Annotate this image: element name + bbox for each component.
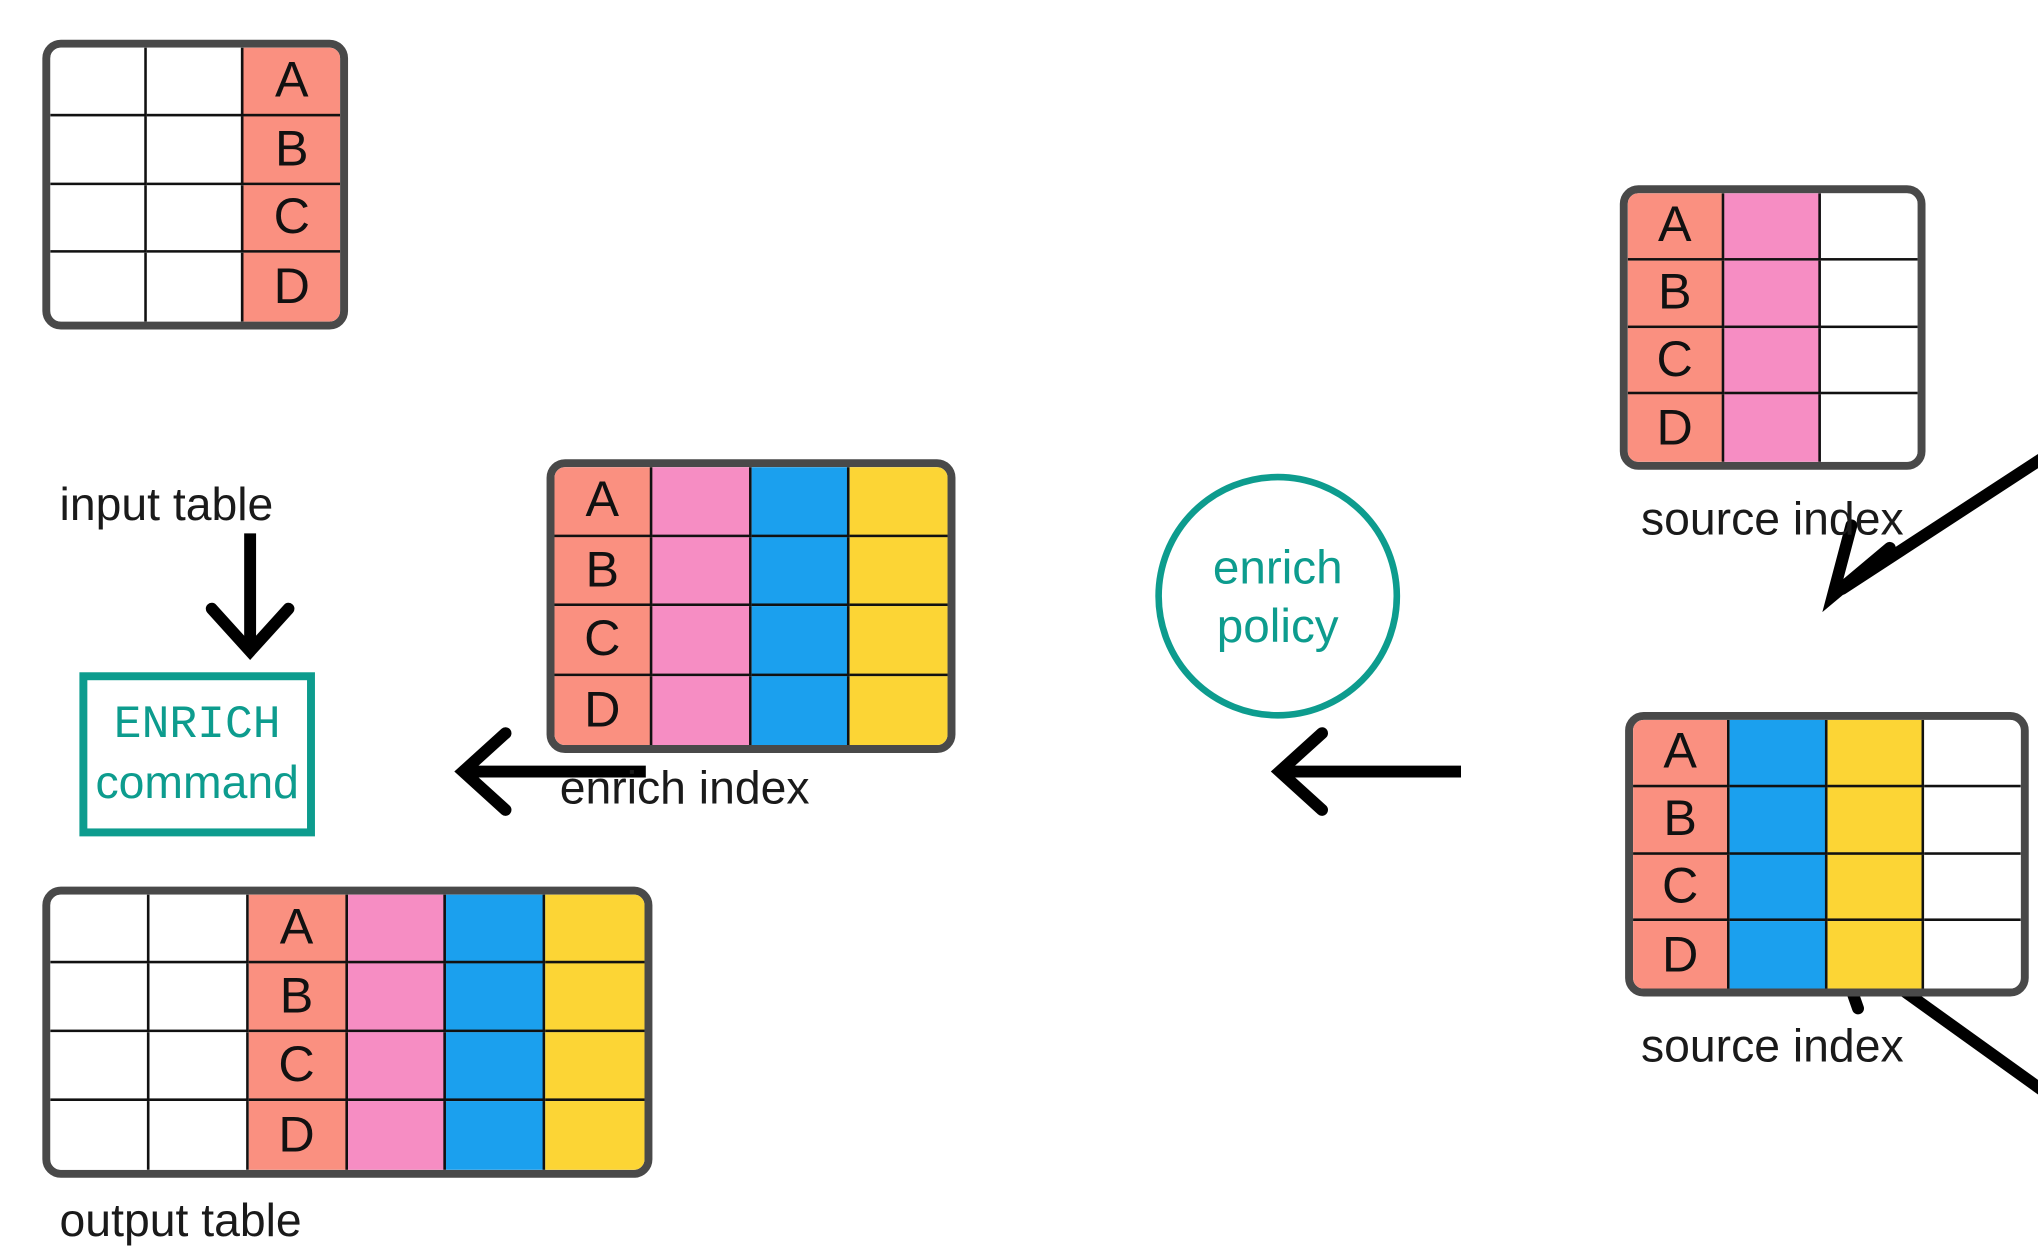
input-table-cell-r1-c3: A [243, 47, 341, 117]
output-table-cell-r1-c6 [545, 894, 645, 964]
source-index-top-cell-r4-c3 [1820, 394, 1918, 462]
source-index-bottom-cell-r1-c3 [1826, 719, 1924, 788]
output-table-cell-r3-c3: C [248, 1032, 348, 1102]
input-table-cell-r4-c1 [50, 253, 147, 322]
output-table-cell-r2-c2 [149, 963, 249, 1033]
output-table-cell-r1-c4 [347, 894, 447, 964]
source-index-top-cell-r1-c1: A [1627, 193, 1725, 261]
source-index-top-cell-r1-c3 [1820, 193, 1918, 261]
source-index-bottom-cell-r2-c4 [1923, 787, 2021, 855]
enrich-index-cell-r4-c1: D [554, 675, 653, 746]
source-index-top-cell-r2-c1: B [1627, 260, 1725, 328]
source-index-bottom-cell-r4-c2 [1729, 921, 1827, 989]
source-index-bottom-cell-r4-c4 [1923, 921, 2021, 989]
source-index-bottom-cell-r1-c4 [1923, 719, 2021, 788]
output-table-cell-r2-c4 [347, 963, 447, 1033]
enrich-index-cell-r3-c2 [652, 606, 752, 676]
arrow-policy-to-enrich-index [1270, 727, 1462, 816]
enrich-index-cell-r1-c1: A [554, 467, 653, 537]
enrich-policy-circle[interactable]: enrich policy [1155, 473, 1401, 719]
enrich-index-cell-r4-c2 [652, 675, 752, 746]
source-index-top-cell-r4-c2 [1724, 394, 1821, 462]
source-index-bottom-cell-r4-c1: D [1633, 921, 1730, 989]
output-table-cell-r2-c5 [446, 963, 546, 1033]
output-table-cell-r3-c5 [446, 1032, 546, 1102]
enrich-index-cell-r1-c4 [849, 467, 948, 537]
enrich-index-cell-r4-c3 [751, 675, 850, 746]
input-table-cell-r3-c3: C [243, 184, 341, 254]
input-table-cell-r1-c1 [50, 47, 147, 117]
source-index-bottom-cell-r1-c1: A [1633, 719, 1730, 788]
output-table-cell-r3-c2 [149, 1032, 249, 1102]
output-table-cell-r1-c1 [50, 894, 150, 964]
output-table-cell-r4-c1 [50, 1101, 150, 1170]
source-index-top-cell-r3-c2 [1724, 327, 1821, 395]
output-table-cell-r3-c1 [50, 1032, 150, 1102]
source-index-bottom-cell-r2-c3 [1826, 787, 1924, 855]
source-index-top-cell-r3-c3 [1820, 327, 1918, 395]
output-table-cell-r4-c6 [545, 1101, 645, 1170]
source-index-bottom-cell-r3-c2 [1729, 854, 1827, 922]
input-table-cell-r2-c3: B [243, 116, 341, 185]
input-table-cell-r4-c3: D [243, 253, 341, 322]
enrich-index-cell-r2-c4 [849, 536, 948, 607]
enrich-command-keyword: ENRICH [113, 698, 281, 752]
source-index-bottom-cell-r3-c3 [1826, 854, 1924, 922]
enrich-index-cell-r2-c2 [652, 536, 752, 607]
output-table-cell-r3-c4 [347, 1032, 447, 1102]
output-table-cell-r1-c3: A [248, 894, 348, 964]
input-table-cell-r2-c2 [146, 116, 244, 185]
arrow-input-to-command [205, 533, 295, 660]
enrich-index-cell-r2-c1: B [554, 536, 653, 607]
enrich-index-cell-r3-c4 [849, 606, 948, 676]
source-index-bottom-cell-r3-c1: C [1633, 854, 1730, 922]
input-table-cell-r1-c2 [146, 47, 244, 117]
output-table-cell-r4-c4 [347, 1101, 447, 1170]
enrich-index-cell-r4-c4 [849, 675, 948, 746]
input-table-cell-r4-c2 [146, 253, 244, 322]
enrich-command-box[interactable]: ENRICH command [79, 672, 315, 837]
output-table-cell-r4-c5 [446, 1101, 546, 1170]
enrich-index-cell-r1-c2 [652, 467, 752, 537]
output-table-caption: output table [59, 1195, 302, 1247]
source-index-bottom-cell-r2-c1: B [1633, 787, 1730, 855]
enrich-policy-line2: policy [1216, 597, 1339, 652]
source-index-top-cell-r2-c3 [1820, 260, 1918, 328]
output-table-cell-r1-c2 [149, 894, 249, 964]
source-index-bottom-caption: source index [1640, 1020, 1904, 1072]
input-table-cell-r2-c1 [50, 116, 147, 185]
source-index-top-cell-r3-c1: C [1627, 327, 1725, 395]
input-table-cell-r3-c1 [50, 184, 147, 254]
enrich-index-cell-r2-c3 [751, 536, 850, 607]
source-index-bottom-cell-r4-c3 [1826, 921, 1924, 989]
enrich-policy-line1: enrich [1212, 539, 1343, 594]
source-index-top-cell-r1-c2 [1724, 193, 1821, 261]
source-index-top-cell-r4-c1: D [1627, 394, 1725, 462]
source-index-top-cell-r2-c2 [1724, 260, 1821, 328]
enrich-index-caption: enrich index [559, 762, 810, 814]
enrich-command-word: command [95, 756, 299, 809]
output-table-cell-r2-c6 [545, 963, 645, 1033]
input-table-caption: input table [59, 479, 274, 531]
output-table-cell-r4-c3: D [248, 1101, 348, 1170]
source-index-bottom-cell-r3-c4 [1923, 854, 2021, 922]
enrich-index-cell-r1-c3 [751, 467, 850, 537]
output-table-cell-r3-c6 [545, 1032, 645, 1102]
input-table-cell-r3-c2 [146, 184, 244, 254]
enrich-index-cell-r3-c1: C [554, 606, 653, 676]
source-index-bottom-cell-r2-c2 [1729, 787, 1827, 855]
output-table-cell-r4-c2 [149, 1101, 249, 1170]
source-index-bottom-cell-r1-c2 [1729, 719, 1827, 788]
enrich-index-cell-r3-c3 [751, 606, 850, 676]
output-table-cell-r2-c1 [50, 963, 150, 1033]
source-index-top-caption: source index [1640, 493, 1904, 546]
output-table-cell-r1-c5 [446, 894, 546, 964]
output-table-cell-r2-c3: B [248, 963, 348, 1033]
